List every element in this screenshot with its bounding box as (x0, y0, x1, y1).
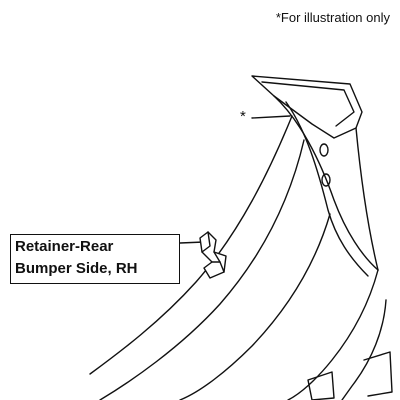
callout-line-2: Bumper Side, RH (15, 260, 138, 277)
bumper-top-inner (261, 81, 355, 127)
bumper-recess (307, 371, 335, 400)
bumper-side-rear (355, 127, 379, 271)
bumper-body-line-2 (99, 139, 305, 400)
bumper-top-corner (251, 75, 363, 139)
bumper-body-line-5 (341, 299, 387, 400)
asterisk-leader (251, 115, 291, 119)
bumper-side-outer (273, 95, 379, 271)
retainer-part (199, 231, 227, 279)
mount-hole-upper (319, 143, 329, 157)
bumper-recess-edge (363, 351, 393, 397)
bumper-body-line-3 (179, 213, 331, 400)
bumper-body-line-4 (287, 269, 379, 400)
callout-line-1: Retainer-Rear (15, 238, 114, 255)
illustration-note: *For illustration only (275, 10, 390, 25)
part-callout-label: Retainer-Rear Bumper Side, RH (10, 234, 180, 284)
asterisk-marker: * (240, 108, 246, 125)
bumper-side-inner (285, 101, 369, 277)
mount-hole-lower (321, 173, 331, 187)
bumper-body-line-1 (89, 115, 293, 375)
